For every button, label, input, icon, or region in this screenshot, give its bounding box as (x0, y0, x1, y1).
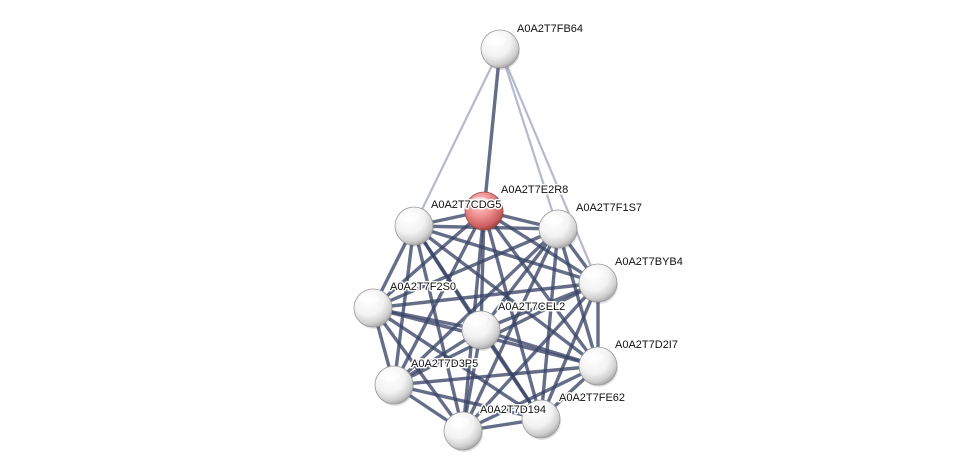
edge-A0A2T7F1S7-A0A2T7F2S0[interactable] (371, 227, 560, 310)
node-label-a0a2t7fb64: A0A2T7FB64 (517, 23, 583, 35)
node-highlight (449, 417, 469, 427)
node-label-a0a2t7d2i7: A0A2T7D2I7 (615, 339, 678, 351)
node-highlight (380, 371, 400, 381)
edge-A0A2T7D2I7-A0A2T7D3P5[interactable] (392, 364, 600, 387)
node-label-a0a2t7d3p5: A0A2T7D3P5 (411, 358, 478, 370)
node-label-a0a2t7byb4: A0A2T7BYB4 (615, 256, 683, 268)
node-label-halo: A0A2T7BYB4 (615, 256, 683, 268)
node-highlight (486, 35, 506, 45)
node-highlight (584, 269, 604, 279)
node-a0a2t7cel2[interactable] (461, 310, 501, 351)
node-highlight (544, 215, 564, 225)
edge-A0A2T7CDG5-A0A2T7D194[interactable] (412, 224, 465, 433)
node-label-halo: A0A2T7FE62 (559, 392, 625, 404)
node-label-a0a2t7f2s0: A0A2T7F2S0 (390, 281, 456, 293)
node-label-a0a2t7cel2: A0A2T7CEL2 (498, 301, 565, 313)
edge-A0A2T7FB64-A0A2T7CDG5[interactable] (412, 47, 502, 228)
node-label-halo: A0A2T7FB64 (517, 23, 583, 35)
node-a0a2t7f1s7[interactable] (538, 209, 578, 250)
edge-A0A2T7BYB4-A0A2T7FE62[interactable] (539, 281, 600, 421)
edge-A0A2T7F1S7-A0A2T7D3P5[interactable] (392, 227, 560, 387)
edge-A0A2T7F2S0-A0A2T7FE62[interactable] (371, 306, 543, 421)
node-label-halo: A0A2T7CDG5 (431, 199, 501, 211)
edge-A0A2T7D3P5-A0A2T7FE62[interactable] (392, 383, 543, 421)
node-label-halo: A0A2T7F2S0 (390, 281, 456, 293)
node-label-halo: A0A2T7D3P5 (411, 358, 478, 370)
label-layer: A0A2T7FB64A0A2T7FB64A0A2T7E2R8A0A2T7E2R8… (389, 22, 685, 418)
edge-A0A2T7CEL2-A0A2T7D2I7[interactable] (479, 328, 600, 368)
node-a0a2t7byb4[interactable] (578, 263, 618, 304)
node-a0a2t7cdg5[interactable] (394, 206, 434, 247)
node-a0a2t7d194[interactable] (443, 411, 483, 452)
node-label-a0a2t7cdg5: A0A2T7CDG5 (431, 199, 501, 211)
node-label-halo: A0A2T7D194 (480, 404, 546, 416)
node-label-halo: A0A2T7CEL2 (498, 301, 565, 313)
node-highlight (467, 316, 487, 326)
node-highlight (584, 352, 604, 362)
edge-A0A2T7D2I7-A0A2T7D194[interactable] (461, 364, 600, 433)
edge-A0A2T7FB64-A0A2T7E2R8[interactable] (482, 47, 502, 213)
edge-A0A2T7E2R8-A0A2T7FE62[interactable] (482, 209, 543, 421)
edge-A0A2T7CDG5-A0A2T7BYB4[interactable] (412, 224, 600, 285)
node-label-a0a2t7f1s7: A0A2T7F1S7 (576, 202, 642, 214)
node-a0a2t7f2s0[interactable] (353, 288, 393, 329)
node-highlight (527, 405, 547, 415)
edge-A0A2T7F1S7-A0A2T7D194[interactable] (461, 227, 560, 433)
node-highlight (359, 294, 379, 304)
node-a0a2t7e2r8[interactable] (464, 191, 504, 232)
node-a0a2t7fe62[interactable] (521, 399, 561, 440)
edge-A0A2T7BYB4-A0A2T7CEL2[interactable] (479, 281, 600, 332)
edge-A0A2T7FB64-A0A2T7BYB4[interactable] (498, 47, 600, 285)
edge-A0A2T7F1S7-A0A2T7D2I7[interactable] (556, 227, 600, 368)
node-a0a2t7d3p5[interactable] (374, 365, 414, 406)
node-label-a0a2t7e2r8: A0A2T7E2R8 (501, 184, 568, 196)
edge-A0A2T7F1S7-A0A2T7FE62[interactable] (539, 227, 560, 421)
node-label-a0a2t7fe62: A0A2T7FE62 (559, 392, 625, 404)
node-layer (353, 29, 618, 452)
node-label-halo: A0A2T7F1S7 (576, 202, 642, 214)
node-label-halo: A0A2T7D2I7 (615, 339, 678, 351)
node-label-a0a2t7d194: A0A2T7D194 (480, 404, 546, 416)
node-a0a2t7d2i7[interactable] (578, 346, 618, 387)
node-highlight (400, 212, 420, 222)
node-highlight (470, 197, 490, 207)
edge-A0A2T7FB64-A0A2T7F1S7[interactable] (498, 47, 560, 231)
edge-A0A2T7BYB4-A0A2T7F2S0[interactable] (371, 281, 600, 310)
node-a0a2t7fb64[interactable] (480, 29, 520, 70)
node-label-halo: A0A2T7E2R8 (501, 184, 568, 196)
edge-A0A2T7F1S7-A0A2T7CEL2[interactable] (479, 227, 560, 332)
